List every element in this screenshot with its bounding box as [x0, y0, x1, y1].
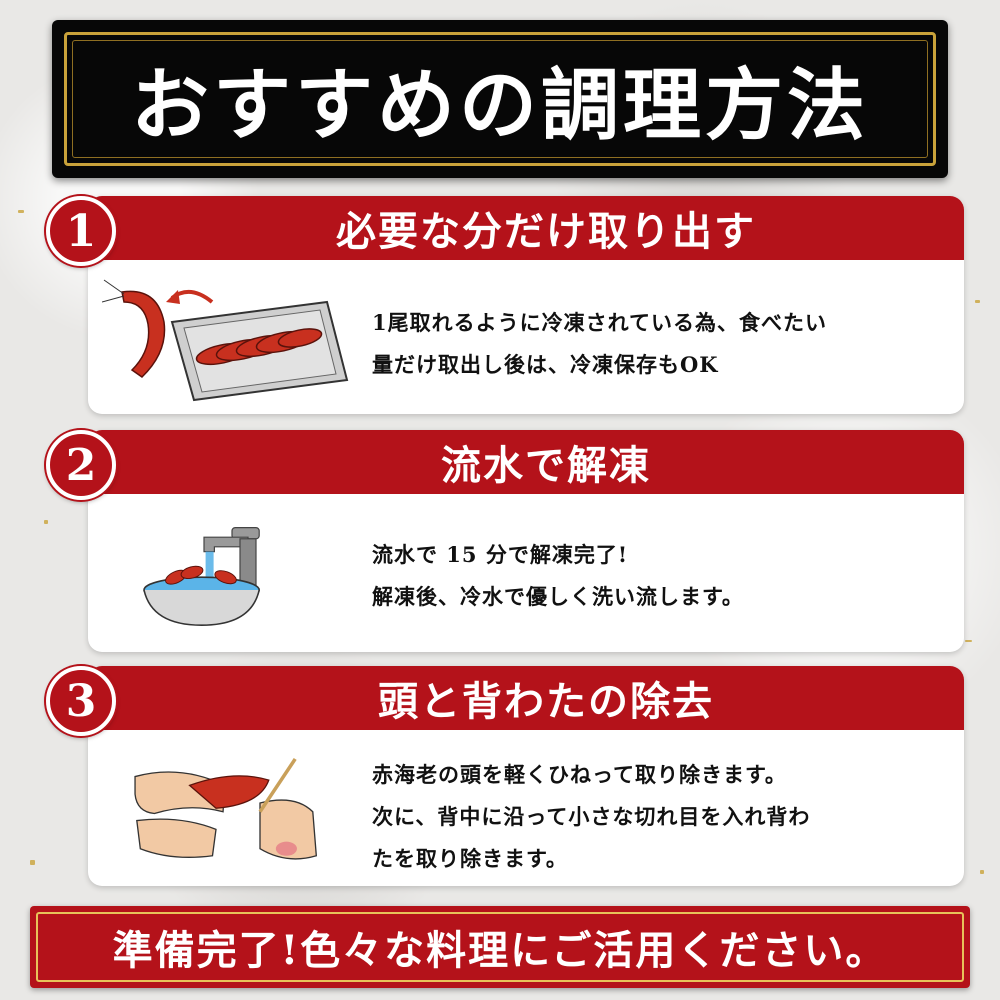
title-banner: おすすめの調理方法	[52, 20, 948, 178]
step-1-heading: 必要な分だけ取り出す	[88, 196, 964, 260]
gold-fleck	[980, 870, 984, 874]
gold-fleck	[18, 210, 24, 213]
step-1-description-line: 量だけ取出し後は、冷凍保存もOK	[372, 352, 719, 377]
step-3-number-badge: 3	[46, 666, 116, 736]
step-3-heading: 頭と背わたの除去	[88, 666, 964, 730]
gold-fleck	[975, 300, 980, 303]
step-3-description-line: たを取り除きます。	[372, 846, 568, 871]
step-1-number-badge: 1	[46, 196, 116, 266]
step-1-description: 1尾取れるように冷凍されている為、食べたい 量だけ取出し後は、冷凍保存もOK	[372, 302, 944, 386]
step-2-description-line: 解凍後、冷水で優しく洗い流します。	[372, 584, 744, 609]
hands-deveining-illustration	[134, 757, 318, 860]
step-2-description: 流水で 15 分で解凍完了! 解凍後、冷水で優しく洗い流します。	[372, 534, 944, 618]
step-2-card: 流水で解凍 流水で 15 分で解凍完了! 解凍後、冷水で優しく洗い流します。	[88, 430, 964, 652]
footer-message: 準備完了!色々な料理にご活用ください。	[112, 927, 888, 974]
step-3-description-line: 次に、背中に沿って小さな切れ目を入れ背わ	[372, 804, 811, 829]
gold-fleck	[30, 860, 35, 865]
step-2-heading: 流水で解凍	[88, 430, 964, 494]
step-1-description-line: 1尾取れるように冷凍されている為、食べたい	[372, 310, 827, 335]
step-2-number-badge: 2	[46, 430, 116, 500]
step-3-card: 頭と背わたの除去 赤海老の頭を軽くひねって取り除きます。 次に、背中に沿って小さ…	[88, 666, 964, 886]
step-2-description-line: 流水で 15 分で解凍完了!	[372, 542, 629, 567]
gold-fleck	[44, 520, 48, 524]
gold-fleck	[965, 640, 972, 642]
shrimp-tray-illustration	[102, 279, 349, 402]
step-1-card: 必要な分だけ取り出す 1尾取れるように冷凍されている為、食べたい 量だけ取出し後…	[88, 196, 964, 414]
step-3-description: 赤海老の頭を軽くひねって取り除きます。 次に、背中に沿って小さな切れ目を入れ背わ…	[372, 754, 944, 880]
step-3-description-line: 赤海老の頭を軽くひねって取り除きます。	[372, 762, 787, 787]
page-title: おすすめの調理方法	[130, 60, 869, 151]
footer-banner: 準備完了!色々な料理にご活用ください。	[30, 906, 970, 988]
faucet-bowl-illustration	[143, 527, 260, 627]
